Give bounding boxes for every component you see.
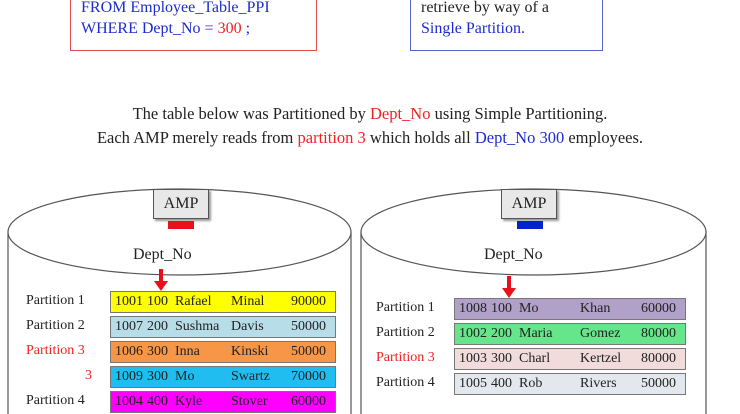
partition-label: Partition 4 [376,375,435,390]
note-line-1: retrieve by way of a [421,0,549,16]
partition-label: Partition 2 [376,325,435,340]
dept-no-label-left: Dept_No [133,246,192,263]
cell-salary: 60000 [641,301,676,316]
cell-first-name: Kyle [175,394,203,409]
cell-salary: 80000 [641,351,676,366]
caption-partition-3: partition 3 [297,128,366,147]
caption-dept-no: Dept_No [369,104,431,123]
partition-row: 1002 200 Maria Gomez 80000 [454,323,686,345]
cell-dept-no: 200 [491,326,512,341]
note-line-2: Single Partition. [421,20,525,37]
amp-box-right: AMP [501,189,557,219]
partition-row: 1005 400 Rob Rivers 50000 [454,373,686,395]
cell-first-name: Maria [519,326,553,341]
partition-row: 1003 300 Charl Kertzel 80000 [454,348,686,370]
partition-row: 1001 100 Rafael Minal 90000 [110,291,336,313]
cell-salary: 50000 [291,319,326,334]
partition-row: 1004 400 Kyle Stover 60000 [110,391,336,413]
cell-dept-no: 400 [491,376,512,391]
cell-last-name: Kertzel [580,351,622,366]
cell-salary: 50000 [291,344,326,359]
cell-dept-no: 100 [147,294,168,309]
cell-emp-no: 1003 [459,351,487,366]
cell-emp-no: 1005 [459,376,487,391]
cell-last-name: Gomez [580,326,621,341]
down-arrow-icon [154,269,168,291]
partition-label: Partition 1 [26,293,85,308]
cell-first-name: Sushma [175,319,220,334]
down-arrow-icon [502,276,516,298]
amp-indicator-right [517,221,543,229]
disk-cylinder-left [7,188,352,414]
caption-dept-300: Dept_No 300 [474,128,565,147]
partition-label: Partition 4 [26,393,85,408]
cell-emp-no: 1009 [115,369,143,384]
cell-last-name: Stover [231,394,268,409]
cell-first-name: Mo [175,369,195,384]
caption-line-2: Each AMP merely reads from partition 3 w… [96,128,644,147]
cell-dept-no: 100 [491,301,512,316]
cell-emp-no: 1008 [459,301,487,316]
partition-label: Partition 2 [26,318,85,333]
caption-line-1: The table below was Partitioned by Dept_… [132,104,608,123]
sql-line-1: FROM Employee_Table_PPI [81,0,270,16]
partition-row: 1006 300 Inna Kinski 50000 [110,341,336,363]
cell-dept-no: 300 [491,351,512,366]
cell-salary: 50000 [641,376,676,391]
cell-salary: 60000 [291,394,326,409]
cell-last-name: Khan [580,301,611,316]
cell-first-name: Inna [175,344,200,359]
cell-emp-no: 1002 [459,326,487,341]
cell-emp-no: 1001 [115,294,143,309]
note-box: retrieve by way of a Single Partition. [410,0,603,51]
dept-no-label-right: Dept_No [484,246,543,263]
cell-last-name: Kinski [231,344,269,359]
partition-row: 1007 200 Sushma Davis 50000 [110,316,336,338]
amp-indicator-left [168,221,194,229]
sql-where-value: 300 [217,20,242,37]
sql-where: WHERE Dept_No = [81,20,218,37]
cell-emp-no: 1004 [115,394,143,409]
cell-first-name: Charl [519,351,551,366]
partition-label: 3 [85,368,92,383]
cell-dept-no: 300 [147,369,168,384]
partition-label: Partition 3 [26,343,85,358]
cell-emp-no: 1007 [115,319,143,334]
cell-salary: 80000 [641,326,676,341]
cell-last-name: Rivers [580,376,617,391]
cell-salary: 70000 [291,369,326,384]
cell-emp-no: 1006 [115,344,143,359]
partition-row: 1008 100 Mo Khan 60000 [454,298,686,320]
cell-first-name: Mo [519,301,539,316]
cell-dept-no: 200 [147,319,168,334]
partition-label: Partition 1 [376,300,435,315]
cell-dept-no: 400 [147,394,168,409]
amp-box-left: AMP [153,189,209,219]
sql-terminator: ; [241,20,251,37]
sql-line-2: WHERE Dept_No = 300 ; [81,18,306,39]
cell-dept-no: 300 [147,344,168,359]
cell-last-name: Davis [231,319,264,334]
cell-last-name: Swartz [231,369,270,384]
partition-row: 1009 300 Mo Swartz 70000 [110,366,336,388]
sql-query-box: FROM Employee_Table_PPI WHERE Dept_No = … [70,0,317,51]
cell-first-name: Rafael [175,294,212,309]
cell-salary: 90000 [291,294,326,309]
cell-last-name: Minal [231,294,265,309]
cell-first-name: Rob [519,376,543,391]
partition-label: Partition 3 [376,350,435,365]
